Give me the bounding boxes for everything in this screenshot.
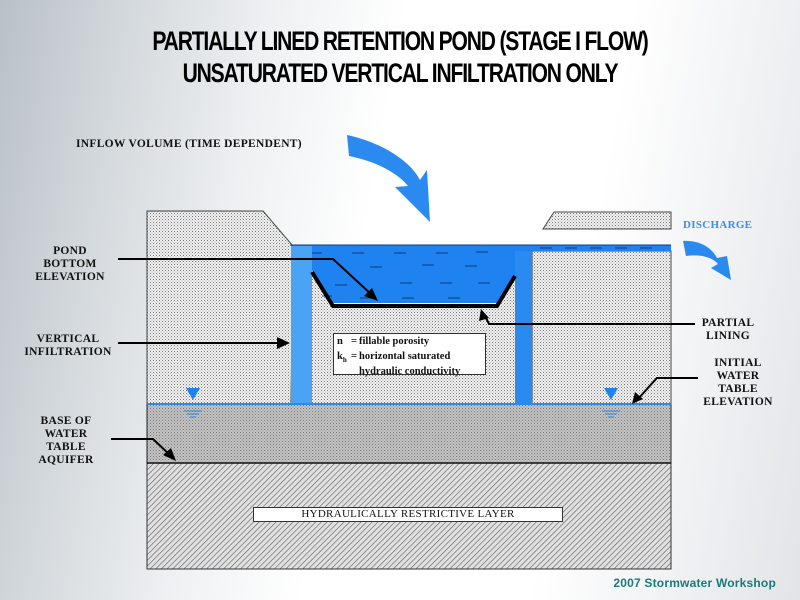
partial-lining-label: PARTIAL LINING <box>695 317 761 343</box>
pond-water <box>290 245 671 303</box>
legend-symbol <box>337 366 351 378</box>
symbol-text: k <box>337 351 343 363</box>
legend-symbol: kh <box>337 351 351 366</box>
inflow-arrow-icon <box>347 135 430 222</box>
label-line: INITIAL <box>714 357 762 369</box>
variable-legend: n = fillable porosity kh = horizontal sa… <box>333 333 486 378</box>
label-line: LINING <box>706 330 750 342</box>
water-table-symbol-right <box>602 388 620 418</box>
restrictive-layer-label: HYDRAULICALLY RESTRICTIVE LAYER <box>253 507 563 522</box>
slide-title-line-1: PARTIALLY LINED RETENTION POND (STAGE I … <box>152 26 648 56</box>
water-table-aquifer <box>146 403 672 464</box>
left-bank-soil <box>146 210 294 405</box>
label-line: BOTTOM <box>43 258 97 270</box>
vertical-infiltration-label: VERTICAL INFILTRATION <box>18 333 118 359</box>
legend-row: hydraulic conductivity <box>337 366 485 378</box>
pond-bottom-elevation-label: POND BOTTOM ELEVATION <box>32 245 108 284</box>
label-line: ELEVATION <box>35 271 105 283</box>
label-line: PARTIAL <box>701 317 755 329</box>
legend-equals <box>351 366 359 378</box>
legend-equals: = <box>351 351 357 363</box>
label-line: INFILTRATION <box>24 346 112 358</box>
label-line: VERTICAL <box>36 333 100 345</box>
base-of-aquifer-label: BASE OF WATER TABLE AQUIFER <box>34 415 98 467</box>
symbol-text: n <box>337 336 343 347</box>
legend-text: fillable porosity <box>359 336 430 347</box>
label-line: ELEVATION <box>703 396 773 408</box>
leader-lines <box>111 258 698 456</box>
left-infiltration-column <box>291 246 312 404</box>
legend-text: horizontal saturated <box>359 351 451 363</box>
slide-title-line-2: UNSATURATED VERTICAL INFILTRATION ONLY <box>182 58 619 88</box>
legend-row: kh = horizontal saturated <box>337 351 485 366</box>
label-line: POND <box>53 245 87 257</box>
legend-text: hydraulic conductivity <box>359 366 461 378</box>
discharge-weir-block <box>542 211 672 230</box>
base-aquifer-leader <box>111 438 171 456</box>
label-line: TABLE <box>46 441 86 453</box>
inflow-volume-label: INFLOW VOLUME (TIME DEPENDENT) <box>76 138 302 150</box>
discharge-label: DISCHARGE <box>683 219 753 231</box>
label-line: BASE OF <box>40 415 92 427</box>
legend-row: n = fillable porosity <box>337 336 485 351</box>
label-line: WATER <box>716 370 760 382</box>
right-bank-soil <box>531 250 672 405</box>
right-infiltration-column <box>515 251 532 404</box>
water-table-leader <box>636 377 698 401</box>
partial-lining <box>310 270 517 308</box>
legend-equals: = <box>351 336 357 347</box>
label-line: WATER <box>44 428 88 440</box>
water-table-symbol-left <box>184 388 202 418</box>
leader-arrowheads <box>163 288 643 461</box>
symbol-subscript: h <box>342 356 347 365</box>
legend-symbol: n <box>337 336 351 351</box>
pond-bottom-leader <box>118 258 373 296</box>
label-line: TABLE <box>718 383 758 395</box>
initial-water-table-label: INITIAL WATER TABLE ELEVATION <box>698 357 778 409</box>
label-line: AQUIFER <box>38 454 94 466</box>
discharge-arrow-icon <box>683 240 731 280</box>
footer-workshop-label: 2007 Stormwater Workshop <box>613 576 776 590</box>
